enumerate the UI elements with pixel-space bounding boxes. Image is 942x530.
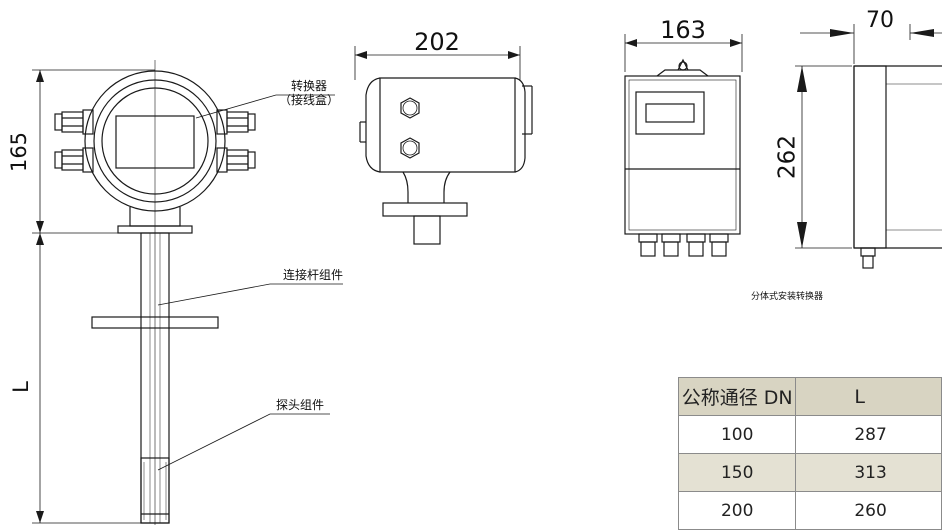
housing-ring <box>93 79 217 203</box>
dim-163-text: 163 <box>660 16 706 44</box>
top-housing-body <box>379 77 516 173</box>
cable-gland-right-lower <box>216 147 256 173</box>
remote-display-window <box>635 91 705 135</box>
remote-side-view <box>853 65 942 269</box>
cable-gland-left-upper <box>54 109 94 135</box>
dim-202-lines <box>354 46 521 80</box>
cable-gland-right-upper <box>216 109 256 135</box>
leader-probe <box>157 413 330 471</box>
top-plug-lower <box>400 137 420 159</box>
junction-box-label: （接线盒） <box>279 92 339 107</box>
remote-front-view <box>624 58 741 257</box>
table-cell-l: 313 <box>795 453 942 492</box>
dim-262-text: 262 <box>775 135 801 179</box>
probe-assembly-label: 探头组件 <box>276 398 324 412</box>
table-header-l: L <box>795 377 942 416</box>
remote-hanger-tab <box>656 69 709 77</box>
remote-caption: 分体式安装转换器 <box>751 290 823 302</box>
table-cell-l: 287 <box>795 415 942 454</box>
table-header-dn: 公称通径 DN <box>677 377 797 416</box>
leader-rod <box>157 283 343 306</box>
housing-window-ring <box>101 87 209 195</box>
side-view <box>54 60 256 525</box>
rod-assembly-label: 连接杆组件 <box>283 267 343 282</box>
process-flange <box>91 316 219 329</box>
housing-outer-circle <box>84 70 226 212</box>
display-window <box>115 115 195 169</box>
dim-l-lines <box>32 233 141 524</box>
top-housing-left-cap <box>365 77 381 173</box>
table-header-row: 公称通径 DN L <box>677 377 942 416</box>
table-row: 100 287 <box>677 415 942 454</box>
remote-glands <box>638 233 729 257</box>
table-row: 200 260 <box>677 491 942 530</box>
remote-front-body <box>624 75 741 235</box>
remote-side-mount-plate <box>853 65 887 249</box>
dimension-arrowheads <box>36 29 934 523</box>
table-cell-l: 260 <box>795 491 942 530</box>
table-row: 150 313 <box>677 453 942 492</box>
dim-165-lines <box>32 69 155 234</box>
dim-262-lines <box>795 65 852 249</box>
table-cell-dn: 150 <box>677 453 797 492</box>
top-plug-upper <box>400 97 420 119</box>
dim-163-lines <box>624 34 743 72</box>
table-cell-dn: 200 <box>677 491 797 530</box>
converter-label: 转换器 <box>291 78 327 93</box>
dim-l-text: L <box>9 381 33 393</box>
probe-tip <box>140 457 170 524</box>
dim-165-text: 165 <box>7 132 31 172</box>
top-flange <box>382 202 468 217</box>
top-housing-right-cap <box>514 77 526 173</box>
remote-display <box>645 103 695 123</box>
top-rod <box>413 215 441 245</box>
leader-converter <box>195 94 335 119</box>
top-neck <box>402 171 451 203</box>
table-cell-dn: 100 <box>677 415 797 454</box>
dim-202-text: 202 <box>414 28 460 56</box>
cable-gland-left-lower <box>54 147 94 173</box>
dim-70-text: 70 <box>866 8 894 33</box>
spec-table: 公称通径 DN L 100 287 150 313 200 260 <box>677 377 942 530</box>
top-view <box>359 77 533 245</box>
